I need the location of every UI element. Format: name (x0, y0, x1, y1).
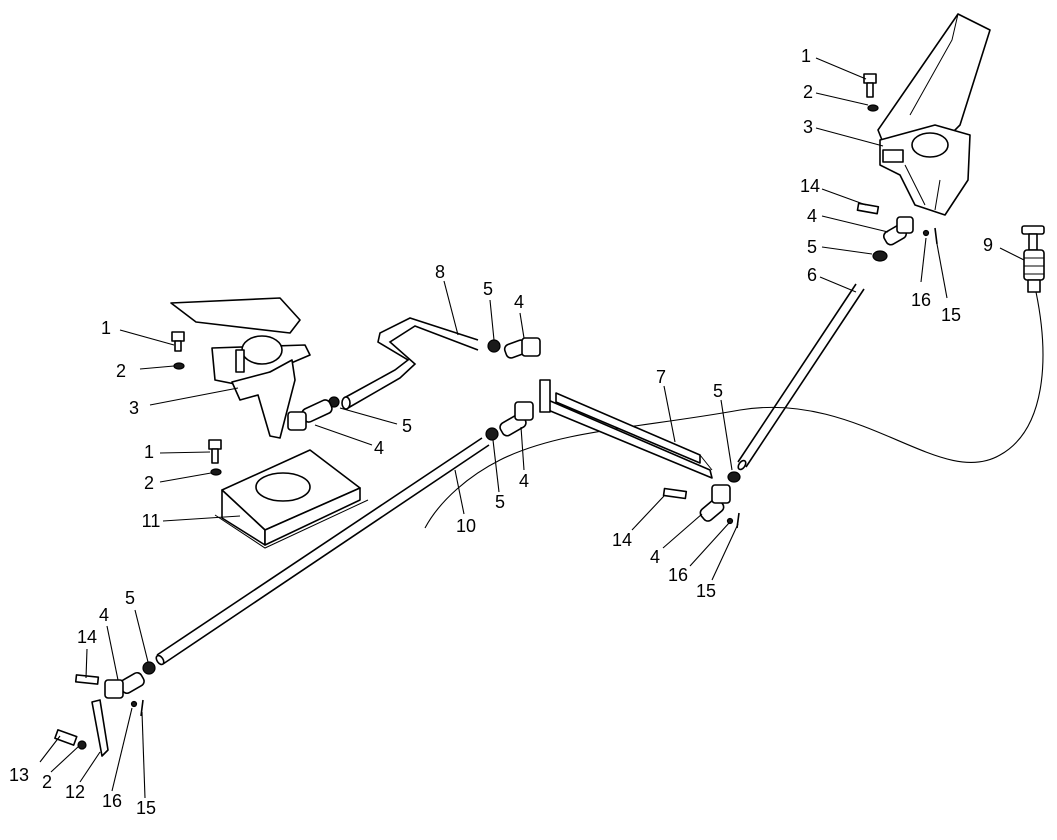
callout-16-lower-left: 16 (102, 791, 122, 811)
callout-5-midleft: 5 (402, 416, 412, 436)
callout-5-rod7: 5 (713, 381, 723, 401)
lever-12 (91, 699, 109, 757)
clevis-4-upper (503, 337, 541, 359)
rod-10 (155, 437, 490, 666)
nut-5-upper (487, 339, 501, 353)
clevis-4-midleft (287, 399, 333, 431)
clevis-4-lower-left (104, 671, 145, 699)
callout-2-left-lower: 2 (144, 473, 154, 493)
callout-11: 11 (142, 511, 161, 531)
left-pedal-bracket (231, 359, 296, 439)
callout-16-lower-right: 16 (668, 565, 688, 585)
callout-9: 9 (983, 235, 993, 255)
left-pedal-pad (170, 297, 301, 334)
callout-1-left-lower: 1 (144, 442, 154, 462)
pin-14-lower-left (74, 674, 100, 685)
right-nut-5 (872, 250, 888, 262)
callout-15-lower-right: 15 (696, 581, 716, 601)
callout-16-right: 16 (911, 290, 931, 310)
callout-14-lower-left: 14 (77, 627, 97, 647)
washer-2-lower-left (77, 740, 87, 750)
callout-2-left-upper: 2 (116, 361, 126, 381)
left-pedal-assembly (170, 297, 311, 439)
callout-6: 6 (807, 265, 817, 285)
pin-14-lower-right (662, 487, 688, 500)
callout-4-center: 4 (519, 471, 529, 491)
bolt-13 (54, 729, 78, 746)
callout-5-upper: 5 (483, 279, 493, 299)
handle-valve-9 (1021, 225, 1045, 293)
clevis-4-center (499, 401, 534, 437)
left-washer-2-lower (210, 468, 222, 476)
callout-3-left: 3 (129, 398, 139, 418)
callout-12: 12 (65, 782, 85, 802)
nut-5-center (485, 427, 499, 441)
callout-7: 7 (656, 367, 666, 387)
callout-5-lower-left: 5 (125, 588, 135, 608)
callout-14-lower-right: 14 (612, 530, 632, 550)
callout-15-right: 15 (941, 305, 961, 325)
callout-8: 8 (435, 262, 445, 282)
callout-5-right: 5 (807, 237, 817, 257)
callout-4-upper: 4 (514, 292, 524, 312)
callout-4-lower-left: 4 (99, 605, 109, 625)
right-pedal-assembly (877, 13, 991, 216)
nut-5-lower-left (142, 661, 156, 675)
right-bolt-1 (863, 73, 877, 98)
right-washer-2 (867, 104, 879, 112)
callout-5-center: 5 (495, 492, 505, 512)
callout-labels: 1 2 3 14 4 5 16 15 9 6 8 5 4 7 5 1 2 3 5… (9, 46, 993, 818)
callout-14-right: 14 (800, 176, 820, 196)
lever-7 (539, 379, 713, 479)
left-washer-2-upper (173, 362, 185, 370)
callout-10: 10 (456, 516, 476, 536)
right-clevis-4 (883, 216, 914, 246)
right-pin-14 (856, 202, 880, 215)
callout-15-lower-left: 15 (136, 798, 156, 818)
callout-13: 13 (9, 765, 29, 785)
control-cable (424, 291, 1044, 529)
callout-4-lower-right: 4 (650, 547, 660, 567)
rod-6 (737, 283, 865, 471)
callout-2-lower-left: 2 (42, 772, 52, 792)
callout-1-right: 1 (801, 46, 811, 66)
nut-5-right (727, 471, 741, 483)
callout-4-right: 4 (807, 206, 817, 226)
rod-8 (341, 317, 479, 410)
left-bolt-1-upper (171, 331, 185, 352)
callout-3-right: 3 (803, 117, 813, 137)
callout-2-right: 2 (803, 82, 813, 102)
left-bolt-1-lower (208, 439, 222, 464)
callout-4-midleft: 4 (374, 438, 384, 458)
callout-1-left-upper: 1 (101, 318, 111, 338)
leader-lines (39, 57, 1025, 799)
base-plate-11 (214, 449, 369, 549)
clevis-4-lower-right (699, 484, 731, 522)
